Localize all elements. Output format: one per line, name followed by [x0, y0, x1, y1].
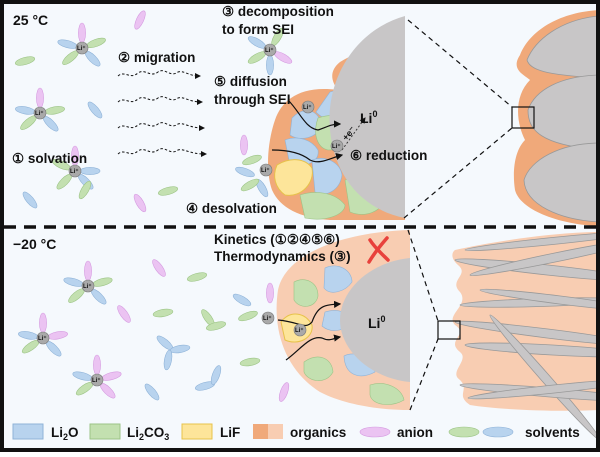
legend-label-li2co3: Li2CO3 [127, 425, 169, 442]
svg-text:Li⁺: Li⁺ [70, 168, 79, 175]
anion-molecule [36, 88, 43, 108]
svg-text:Li⁺: Li⁺ [332, 143, 341, 150]
thermodynamics-label: Thermodynamics (③) [214, 249, 351, 264]
li-ion: Li⁺ [34, 107, 46, 119]
legend-swatch-lif [182, 424, 212, 439]
legend-swatch-organics-light [268, 424, 283, 439]
li-ion: Li⁺ [302, 101, 314, 113]
legend-swatch-solvent-green [449, 427, 479, 437]
legend-label-lif: LiF [220, 425, 240, 440]
anion-molecule [39, 313, 46, 333]
li-ion: Li⁺ [331, 140, 343, 152]
li-ion: Li⁺ [264, 44, 276, 56]
legend-label-solvents: solvents [525, 425, 580, 440]
li-ion: Li⁺ [91, 374, 103, 386]
li-ion: Li⁺ [69, 165, 81, 177]
svg-text:Li⁺: Li⁺ [265, 47, 274, 54]
legend-swatch-li2co3 [90, 424, 120, 439]
svg-text:Li⁺: Li⁺ [303, 104, 312, 111]
svg-text:Li⁺: Li⁺ [35, 110, 44, 117]
step-solvation-label: ① solvation [12, 151, 87, 166]
temperature-label-minus20c: −20 °C [13, 236, 56, 252]
svg-text:Li⁺: Li⁺ [263, 315, 272, 322]
legend-swatch-anion [360, 427, 390, 437]
legend-label-organics: organics [290, 425, 346, 440]
step-decomposition-label-line2: to form SEI [222, 22, 294, 37]
step-decomposition-label: ③ decomposition [222, 4, 334, 19]
legend-swatch-organics-dark [253, 424, 268, 439]
li-ion: Li⁺ [82, 280, 94, 292]
anion-molecule [266, 283, 273, 303]
li-ion: Li⁺ [260, 164, 272, 176]
solvent-molecule [80, 167, 100, 174]
li-ion: Li⁺ [262, 312, 274, 324]
solvent-molecule [266, 55, 273, 75]
li-ion: Li⁺ [76, 42, 88, 54]
anion-molecule [93, 355, 100, 375]
svg-text:Li⁺: Li⁺ [261, 167, 270, 174]
temperature-label-25c: 25 °C [13, 12, 48, 28]
svg-text:Li⁺: Li⁺ [295, 327, 304, 334]
li-ion: Li⁺ [37, 332, 49, 344]
li-ion: Li⁺ [294, 324, 306, 336]
step-diffusion-label: ⑤ diffusion [214, 74, 287, 89]
svg-text:Li⁺: Li⁺ [92, 377, 101, 384]
svg-text:Li⁺: Li⁺ [38, 335, 47, 342]
anion-molecule [84, 261, 91, 281]
legend-swatch-solvent-blue [483, 427, 513, 437]
anion-molecule [240, 135, 247, 155]
svg-text:Li⁺: Li⁺ [77, 45, 86, 52]
anion-molecule [78, 23, 85, 43]
step-reduction-label: ⑥ reduction [350, 148, 427, 163]
kinetics-label: Kinetics (①②④⑤⑥) [214, 232, 340, 247]
legend-label-anion: anion [397, 425, 433, 440]
svg-text:Li⁺: Li⁺ [83, 283, 92, 290]
step-desolvation-label: ④ desolvation [186, 201, 277, 216]
legend-swatch-li2o [13, 424, 43, 439]
step-migration-label: ② migration [118, 50, 195, 65]
step-diffusion-label-line2: through SEI [214, 92, 291, 107]
